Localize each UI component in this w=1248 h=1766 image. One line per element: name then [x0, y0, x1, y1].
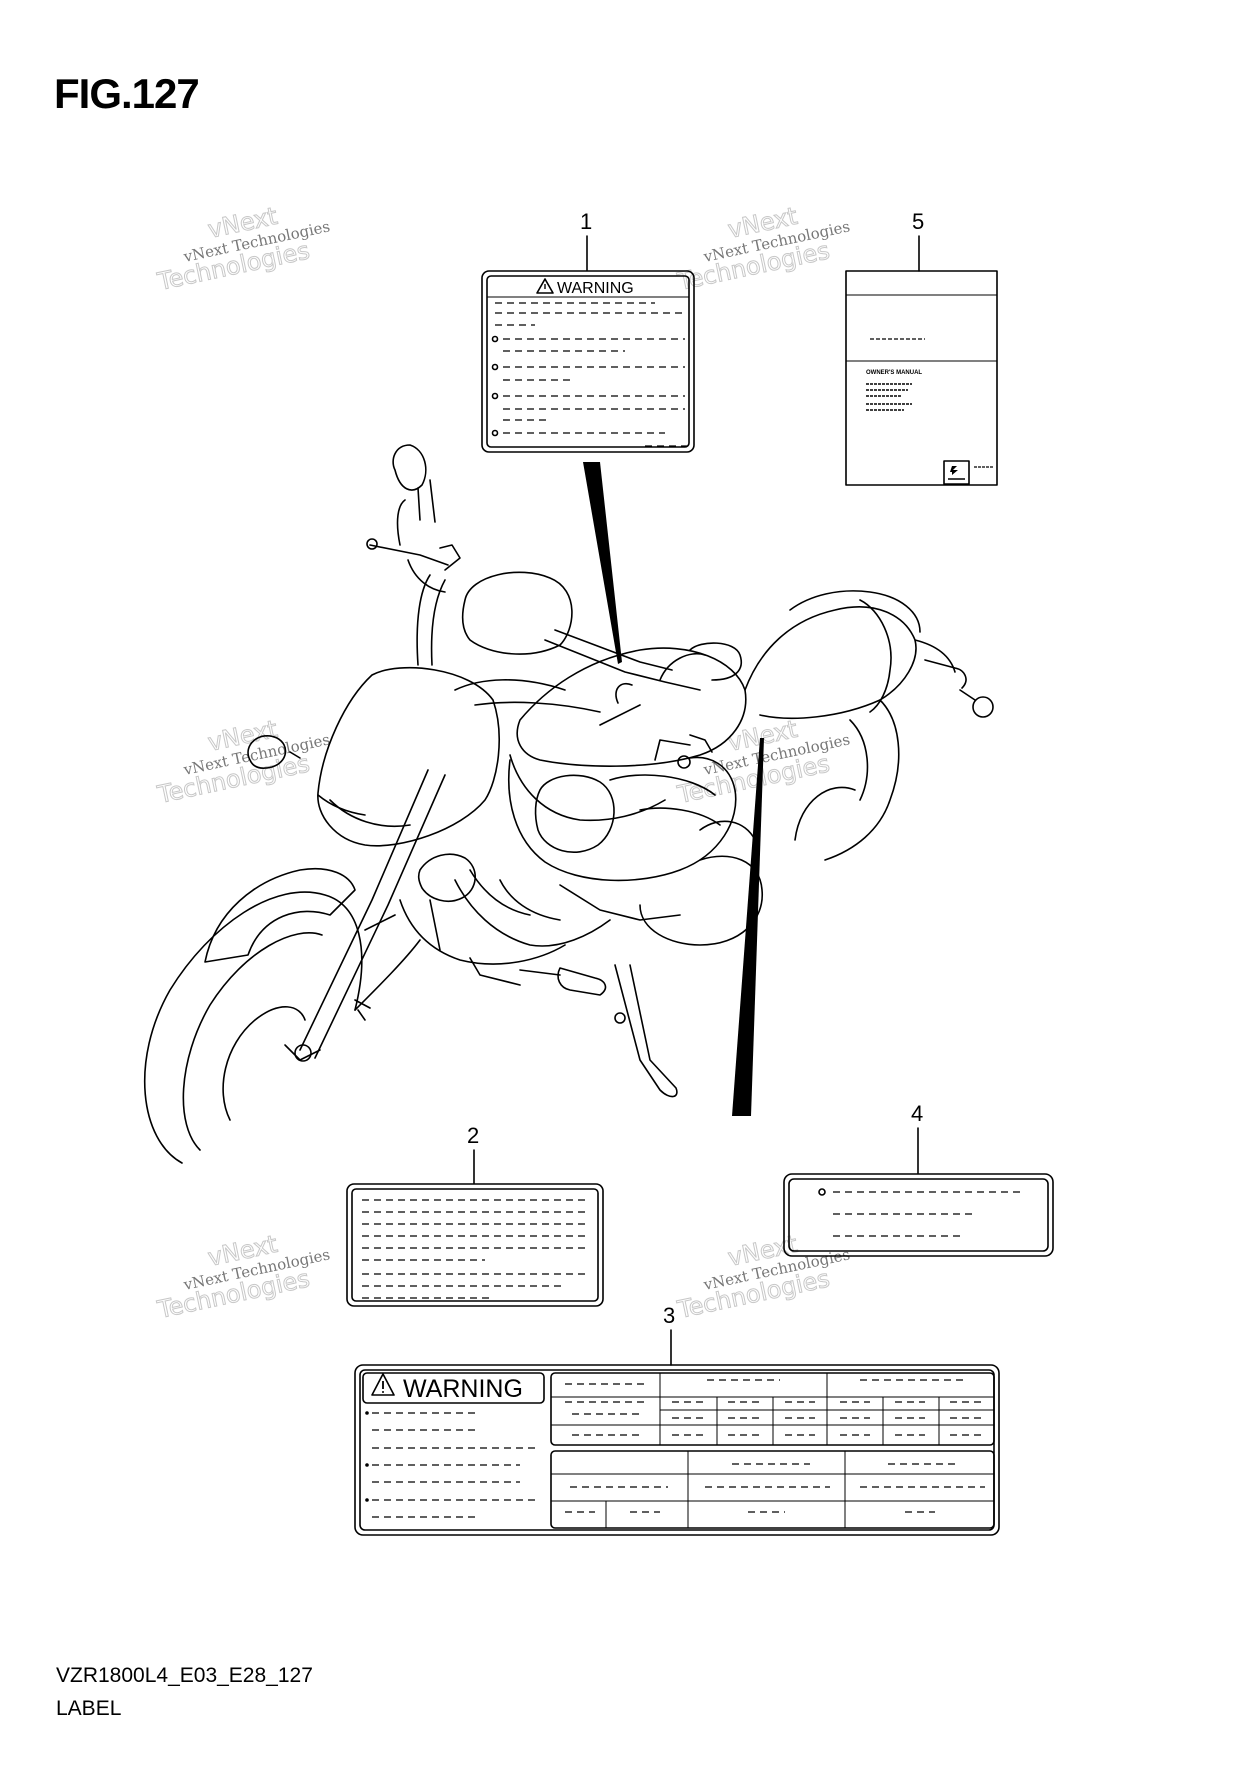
label-5-manual-text: OWNER'S MANUAL: [866, 370, 922, 376]
callout-3: 3: [663, 1303, 675, 1328]
label-1: WARNING: [481, 270, 695, 453]
brand-logo-icon: [948, 466, 965, 480]
label-3: WARNING: [354, 1364, 1000, 1536]
label-1-heading: WARNING: [557, 280, 634, 297]
pointer-wedge-1: [583, 462, 622, 664]
callout-1: 1: [580, 209, 592, 234]
callout-2: 2: [467, 1123, 479, 1148]
callout-4: 4: [911, 1101, 923, 1126]
label-5: OWNER'S MANUAL: [845, 270, 998, 486]
warning-triangle-icon: [371, 1373, 395, 1396]
group-name: LABEL: [56, 1697, 122, 1720]
label-3-heading: WARNING: [403, 1375, 523, 1403]
label-4: [783, 1173, 1054, 1257]
callout-5: 5: [912, 209, 924, 234]
model-code: VZR1800L4_E03_E28_127: [56, 1664, 313, 1687]
figure-title: FIG.127: [54, 70, 200, 117]
motorcycle-drawing: [144, 444, 994, 1164]
warning-triangle-icon: [536, 278, 554, 294]
watermark-layer: vNext Technologies Technologies vNext vN…: [154, 201, 852, 1324]
label-2: [346, 1183, 604, 1307]
